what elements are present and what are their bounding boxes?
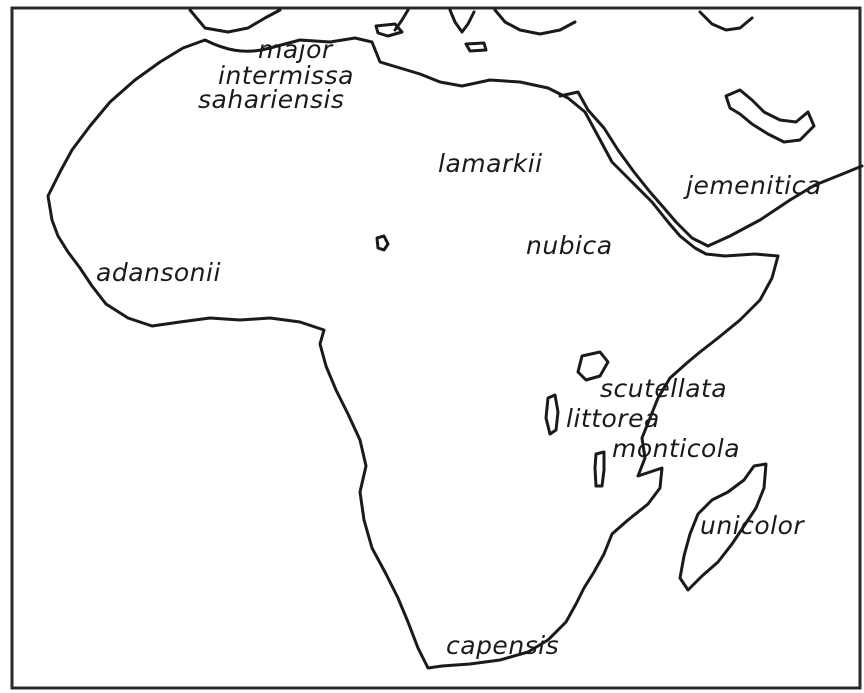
malta-island <box>464 41 488 53</box>
label-intermissa: intermissa <box>218 61 354 90</box>
arabia-south-coast <box>706 164 864 248</box>
label-jemenitica: jemenitica <box>683 171 822 200</box>
map-frame <box>10 6 862 690</box>
label-monticola: monticola <box>612 434 740 463</box>
iberia-coast <box>188 8 282 34</box>
label-scutellata: scutellata <box>600 374 727 403</box>
lake-tanganyika <box>544 393 560 436</box>
balkans-coast <box>493 8 577 36</box>
label-capensis: capensis <box>446 631 559 660</box>
label-adansonii: adansonii <box>96 258 221 287</box>
anatolia-coast <box>698 10 754 32</box>
sicily-island <box>374 22 404 38</box>
lake-victoria <box>576 350 610 382</box>
label-unicolor: unicolor <box>700 511 805 540</box>
label-major: major <box>258 35 334 64</box>
africa-coastline <box>46 36 780 670</box>
madagascar-island <box>678 462 768 592</box>
label-littorea: littorea <box>566 404 660 433</box>
label-nubica: nubica <box>526 231 613 260</box>
italy-coast <box>393 8 476 34</box>
persian-gulf <box>724 88 816 144</box>
label-sahariensis: sahariensis <box>198 85 344 114</box>
lake-chad <box>375 234 390 252</box>
lake-malawi <box>593 450 606 488</box>
red-sea-east-coast <box>558 90 710 248</box>
label-lamarkii: lamarkii <box>438 149 543 178</box>
